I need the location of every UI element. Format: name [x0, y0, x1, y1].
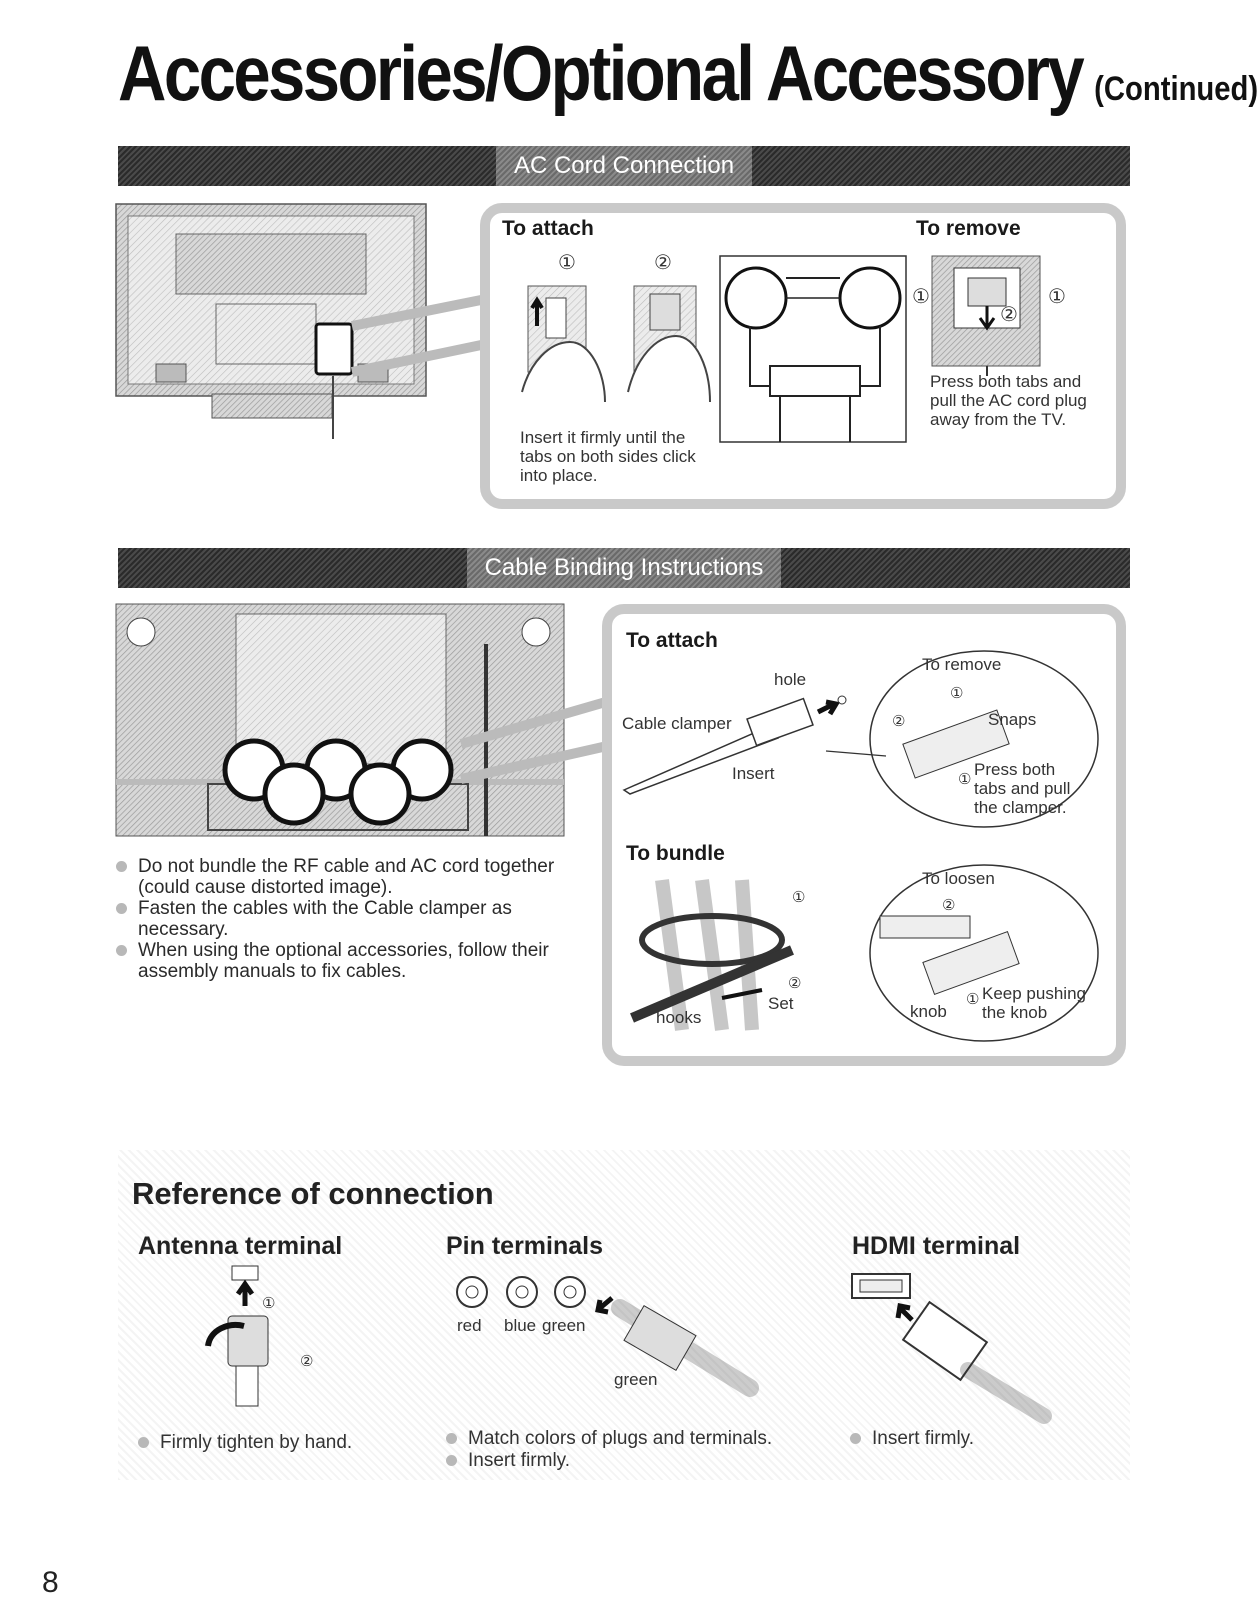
cb-attach-heading: To attach [626, 629, 718, 652]
hdmi-note: Insert firmly. [850, 1428, 1050, 1450]
ac-attach-heading: To attach [502, 217, 594, 240]
bullet-dot-icon [116, 903, 127, 914]
to-loosen-step2: ② [942, 897, 956, 914]
ac-remove-heading: To remove [916, 217, 1021, 240]
page-number: 8 [42, 1566, 59, 1599]
ac-step2-label: ② [654, 252, 672, 274]
to-loosen-title: To loosen [922, 869, 995, 888]
snaps-label: Snaps [988, 710, 1037, 729]
pin-heading: Pin terminals [446, 1232, 603, 1260]
to-remove-step1: ① [950, 685, 964, 702]
ac-remove-note: Press both tabs and pull the AC cord plu… [930, 372, 1087, 429]
page-title-continued: (Continued) [1094, 70, 1258, 108]
hooks-label: hooks [656, 1008, 702, 1027]
antenna-note: Firmly tighten by hand. [138, 1432, 418, 1454]
ac-remove-step1-right: ① [1048, 286, 1066, 308]
to-remove-circle [825, 650, 1099, 828]
hole-label: hole [774, 670, 807, 689]
bundle-illustration [630, 879, 794, 1031]
to-remove-step1b: ① [958, 771, 972, 788]
antenna-step1: ① [262, 1295, 276, 1312]
to-loosen-circle [869, 864, 1099, 1042]
set-label: Set [768, 994, 794, 1013]
bullet-dot-icon [446, 1433, 457, 1444]
hdmi-terminal-illustration [851, 1273, 1052, 1424]
ac-attach-note: Insert it firmly until the tabs on both … [520, 428, 696, 485]
pin-terminals-illustration [456, 1276, 759, 1397]
ac-attach-illustration [521, 285, 711, 403]
to-loosen-step1: ① [966, 991, 980, 1008]
cable-clamper-illustration [622, 695, 847, 795]
pin-plug-label: green [614, 1370, 658, 1389]
insert-label: Insert [732, 764, 775, 783]
bullet-dot-icon [116, 861, 127, 872]
tv-rear-illustration [115, 203, 488, 439]
to-loosen-note: Keep pushing the knob [982, 984, 1086, 1022]
antenna-heading: Antenna terminal [138, 1232, 343, 1260]
to-remove-step2: ② [892, 713, 906, 730]
page-title: Accessories/Optional Accessory(Continued… [118, 34, 1258, 112]
bullet-dot-icon [116, 945, 127, 956]
ac-zoom-illustration [719, 255, 907, 443]
to-remove-title: To remove [922, 655, 1002, 674]
bullet-item: When using the optional accessories, fol… [116, 940, 576, 982]
cable-binding-bullets: Do not bundle the RF cable and AC cord t… [116, 856, 576, 982]
pin-label-red: red [457, 1316, 482, 1335]
bundle-step1: ① [792, 889, 806, 906]
tv-terminals-illustration [115, 603, 618, 837]
hdmi-heading: HDMI terminal [852, 1232, 1021, 1260]
ac-cord-section-title: AC Cord Connection [495, 146, 753, 186]
bullet-item: Fasten the cables with the Cable clamper… [116, 898, 576, 940]
cable-binding-section-bar: Cable Binding Instructions [118, 548, 1130, 588]
pin-notes: Match colors of plugs and terminals. Ins… [446, 1428, 826, 1472]
page-title-main: Accessories/Optional Accessory [118, 29, 1085, 117]
reference-box [118, 1150, 1130, 1480]
antenna-step2: ② [300, 1353, 314, 1370]
antenna-terminal-illustration [205, 1265, 269, 1407]
pin-label-blue: blue [504, 1316, 537, 1335]
ac-cord-section-bar: AC Cord Connection [118, 146, 1130, 186]
bullet-item: Do not bundle the RF cable and AC cord t… [116, 856, 576, 898]
bullet-dot-icon [138, 1437, 149, 1448]
ac-step1-label: ① [558, 252, 576, 274]
bundle-step2: ② [788, 975, 802, 992]
ac-remove-step2: ② [1000, 304, 1018, 326]
cable-binding-section-title: Cable Binding Instructions [466, 548, 782, 588]
bullet-dot-icon [850, 1433, 861, 1444]
knob-label: knob [910, 1002, 947, 1021]
bullet-dot-icon [446, 1455, 457, 1466]
pin-label-green: green [542, 1316, 586, 1335]
to-remove-note: Press both tabs and pull the clamper. [974, 760, 1071, 817]
ac-remove-illustration [931, 255, 1041, 376]
ac-remove-step1-left: ① [912, 286, 930, 308]
bundle-heading: To bundle [626, 842, 725, 865]
reference-title: Reference of connection [132, 1176, 494, 1211]
cable-clamper-label: Cable clamper [622, 714, 732, 733]
